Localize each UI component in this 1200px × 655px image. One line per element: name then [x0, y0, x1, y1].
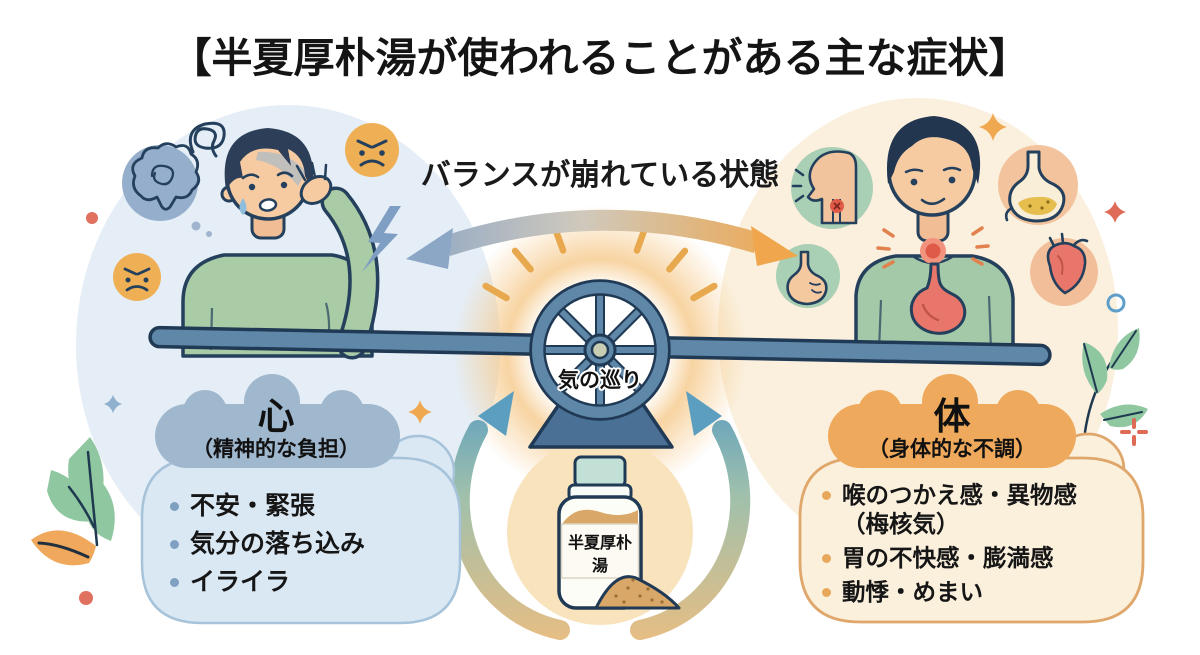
mind-symptom-list: 不安・緊張 気分の落ち込み イライラ: [170, 487, 450, 601]
thought-dot: [206, 231, 212, 237]
brain-icon: [122, 142, 201, 221]
body-symptom-list: 喉のつかえ感・異物感（梅核気） 胃の不快感・膨満感 動悸・めまい: [822, 481, 1132, 612]
sparkle-icon: [979, 113, 1007, 141]
list-item: 気分の落ち込み: [170, 525, 450, 563]
powder-pile: [594, 575, 681, 610]
bullet-dot: [170, 578, 179, 587]
body-subheading: （身体的な不調）: [868, 438, 1036, 461]
symptom-text: イライラ: [190, 568, 291, 596]
angry-face-icon: [345, 123, 399, 177]
body-heading: 体: [933, 396, 971, 437]
symptom-text: 喉のつかえ感・異物感（梅核気）: [842, 482, 1077, 537]
ring-icon: [1106, 293, 1126, 313]
stomach-on-chest: [909, 262, 967, 335]
circulation-arrows: [449, 391, 751, 640]
list-item: 不安・緊張: [170, 487, 450, 525]
stomach-icon: [776, 244, 840, 308]
mind-cloud-heading: 心 （精神的な負担）: [150, 397, 402, 462]
page-title: 【半夏厚朴湯が使われることがある主な症状】: [170, 35, 1030, 81]
symptom-text: 気分の落ち込み: [190, 530, 366, 558]
balance-arrow: [406, 209, 798, 269]
mind-heading: 心: [257, 396, 295, 437]
lightning-icon: [362, 206, 401, 272]
thought-dot: [191, 221, 201, 231]
stomach-icon: [998, 145, 1078, 225]
bullet-dot: [170, 502, 179, 511]
water-wheel-icon: [529, 279, 671, 421]
list-item: 動悸・めまい: [822, 578, 1132, 607]
bullet-dot: [170, 540, 179, 549]
body-cloud: [798, 374, 1145, 624]
angry-face-icon: [113, 253, 161, 301]
bullet-dot: [822, 554, 831, 563]
mind-cloud: [140, 374, 462, 625]
sparkle-icon: [408, 400, 432, 424]
symptom-text: 不安・緊張: [190, 492, 316, 520]
plus-icon: [1120, 418, 1148, 446]
throat-icon: [791, 147, 873, 229]
list-item: 胃の不快感・膨満感: [822, 544, 1132, 573]
body-cloud-heading: 体 （身体的な不調）: [826, 397, 1078, 462]
symptom-text: 動悸・めまい: [842, 579, 983, 605]
list-item: イライラ: [170, 563, 450, 601]
bullet-dot: [822, 588, 831, 597]
bottle-label-line1: 半夏厚朴: [567, 535, 632, 552]
sparkle-icon: [104, 395, 122, 413]
bottle-label: 半夏厚朴 湯: [558, 532, 642, 578]
balance-state-label: バランスが崩れている状態: [420, 159, 780, 192]
red-dot: [86, 212, 98, 224]
bottle-label-line2: 湯: [591, 558, 608, 575]
leaf-decoration-left: [31, 395, 122, 605]
list-item: 喉のつかえ感・異物感（梅核気）: [822, 481, 1132, 539]
symptom-text: 胃の不快感・膨満感: [842, 545, 1054, 571]
scribble-icon: [188, 121, 226, 158]
qi-circulation-label: 気の巡り: [558, 369, 642, 392]
bullet-dot: [822, 491, 831, 500]
mind-subheading: （精神的な負担）: [192, 438, 360, 461]
heart-icon: [1030, 232, 1098, 306]
red-dot: [79, 591, 93, 605]
sparkle-icon: [1104, 201, 1126, 223]
calm-person: [854, 116, 1015, 358]
